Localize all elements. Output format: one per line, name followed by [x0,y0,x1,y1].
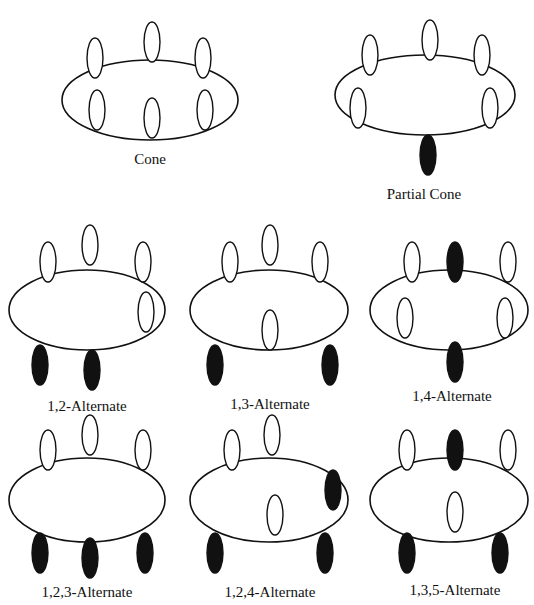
cone-figure [62,22,238,140]
partial-cone-figure [335,20,515,175]
alternate-124-figure [190,415,348,573]
conformation-label: Partial Cone [387,186,462,203]
alternate-135-figure [370,430,528,573]
alternate-14-figure [370,242,528,382]
alternate-123-figure [9,415,165,578]
conformation-label: 1,2,4-Alternate [225,584,316,601]
conformation-label: 1,2,3-Alternate [42,584,133,601]
conformation-label: Cone [134,151,166,168]
conformation-label: 1,4-Alternate [412,388,492,405]
alternate-12-figure [9,225,165,390]
conformation-label: 1,3-Alternate [230,396,310,413]
alternate-13-figure [190,225,348,385]
conformation-label: 1,3,5-Alternate [410,582,501,599]
conformation-label: 1,2-Alternate [47,398,127,415]
